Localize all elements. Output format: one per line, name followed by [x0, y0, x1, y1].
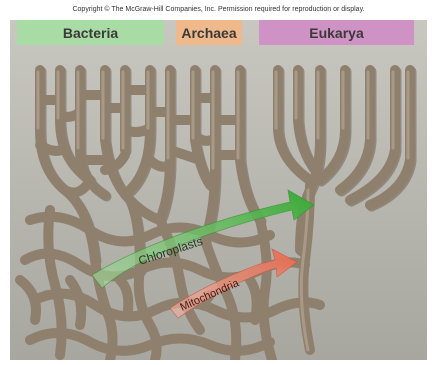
eukarya-domain-label: Eukarya: [259, 20, 414, 45]
bacteria-text: Bacteria: [63, 25, 118, 41]
archaea-domain-label: Archaea: [176, 20, 242, 45]
copyright-notice: Copyright © The McGraw-Hill Companies, I…: [0, 6, 437, 13]
eukarya-text: Eukarya: [309, 25, 363, 41]
tree-of-life-diagram: Chloroplasts Mitochondria: [10, 20, 427, 360]
bacteria-domain-label: Bacteria: [17, 20, 164, 45]
archaea-text: Archaea: [181, 25, 236, 41]
